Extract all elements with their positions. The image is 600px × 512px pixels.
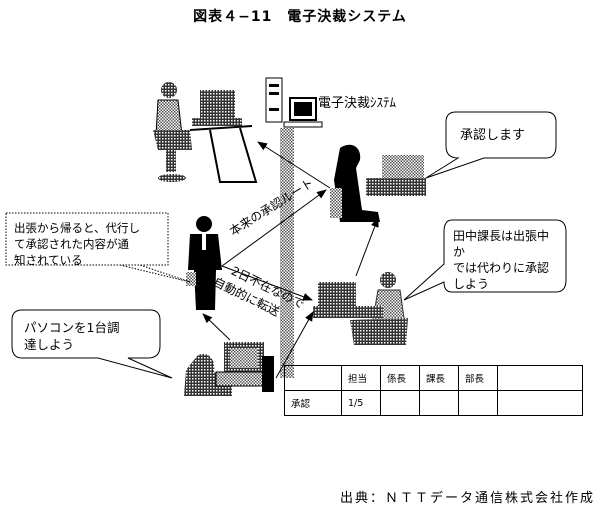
bubble-line: しよう: [453, 277, 490, 291]
bubble-line: では代わりに承認: [453, 261, 550, 275]
bubble-line: パソコンを1台調: [24, 320, 120, 335]
row-cell: 1/5: [341, 390, 381, 416]
network-column: [280, 128, 294, 378]
bubble-line: 田中課長は出張中: [453, 229, 550, 243]
bubble-procure-pc-text: パソコンを1台調 達しよう: [24, 319, 119, 353]
bubble-approve: [425, 111, 557, 179]
source-credit: 出典：ＮＴＴデータ通信株式会社作成: [340, 491, 596, 506]
return-notice-box: [5, 212, 169, 266]
route-auto-line: [221, 265, 313, 301]
bubble-tanaka-text: 田中課長は出張中 か では代わりに承認 しよう: [453, 228, 549, 292]
row-cell: [419, 390, 459, 416]
header-cell: 部長: [458, 365, 498, 391]
bubble-line: 達しよう: [24, 337, 75, 352]
approval-row: 承認 1/5: [284, 390, 583, 416]
note-line: て承認された内容が通: [14, 237, 129, 251]
arrow-requester-to-businessman: [202, 313, 231, 341]
bubble-approve-text: 承認します: [460, 128, 526, 143]
requester-at-computer-icon: [184, 342, 274, 396]
desktop-computer-icon: [265, 77, 323, 128]
approval-header-row: 担当 係長 課長 部長: [284, 365, 583, 391]
return-notice-text: 出張から帰ると、代行し て承認された内容が通 知されている: [14, 220, 140, 268]
row-cell: [497, 390, 583, 416]
bubble-tanaka: [403, 219, 567, 301]
arrow-requester-to-deputy: [275, 311, 314, 379]
header-cell: 担当: [341, 365, 381, 391]
figure-title: 図表４−11 電子決裁システム: [193, 9, 407, 25]
manager-at-desk-on-phone-icon: [153, 82, 258, 183]
deputy-approver-at-computer-icon: [313, 272, 408, 345]
header-cell: [284, 365, 342, 391]
route-normal-line: [221, 189, 327, 267]
row-cell: [458, 390, 498, 416]
bubble-procure-pc: [11, 309, 173, 379]
note-line: 知されている: [14, 253, 83, 267]
businessman-traveling-icon: [186, 216, 222, 310]
system-label: 電子決裁ｼｽﾃﾑ: [318, 96, 397, 111]
arrow-to-manager: [257, 141, 331, 189]
arrow-deputy-to-approver: [355, 217, 379, 277]
note-line: 出張から帰ると、代行し: [14, 221, 141, 235]
header-cell: 係長: [380, 365, 420, 391]
header-cell: [497, 365, 583, 391]
approver-woman-at-computer-icon: [330, 144, 426, 222]
bubble-line: か: [453, 245, 466, 259]
approval-table: 担当 係長 課長 部長 承認 1/5: [284, 365, 583, 416]
row-cell: 承認: [284, 390, 342, 416]
header-cell: 課長: [419, 365, 459, 391]
row-cell: [380, 390, 420, 416]
